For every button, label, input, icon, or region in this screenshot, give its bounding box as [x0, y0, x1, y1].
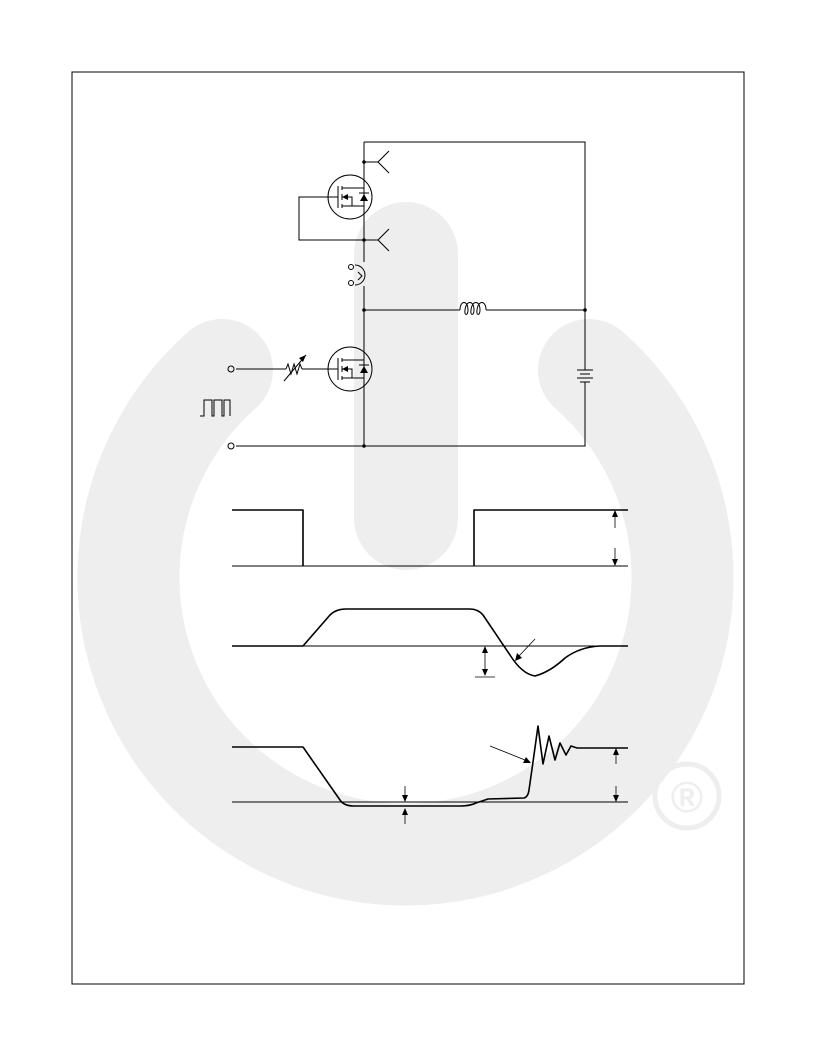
- bottom-rail-wire: [364, 382, 586, 447]
- on-state-drop-arrow-icon: [402, 786, 408, 824]
- page-frame: [71, 71, 745, 985]
- power-logo-watermark-icon: [77, 202, 734, 906]
- test-circuit: [200, 141, 593, 450]
- current-trace: [232, 608, 628, 677]
- registered-mark-icon: ®: [652, 761, 722, 831]
- square-pulse-icon: [200, 399, 231, 417]
- dc-supply-icon: [577, 369, 593, 383]
- pointer-arrow-icon: [489, 745, 531, 763]
- registered-symbol: ®: [671, 773, 703, 822]
- gate-pulse-waveform: [232, 509, 628, 567]
- amplitude-arrow-icon: [612, 510, 618, 566]
- pulse-trace: [232, 509, 628, 566]
- junction-dot: [362, 444, 366, 448]
- reverse-recovery-arrow-icon: [475, 646, 495, 678]
- junction-dot: [362, 308, 366, 312]
- voltage-probe-icon: [364, 150, 390, 174]
- return-terminal: [227, 442, 235, 450]
- voltage-trace: [232, 725, 628, 807]
- inductor-icon: [459, 302, 487, 315]
- amplitude-arrow-icon: [613, 748, 619, 802]
- voltage-probe-icon: [364, 228, 390, 252]
- top-rail-wire: [364, 141, 586, 370]
- input-terminal: [227, 365, 235, 373]
- pointer-arrow-icon: [515, 638, 536, 661]
- diode-current-waveform: [232, 608, 628, 678]
- upper-gate-short-wire: [298, 196, 364, 241]
- variable-resistor-icon: [283, 354, 307, 382]
- drain-voltage-waveform: [232, 725, 628, 824]
- current-probe-icon: [348, 264, 366, 286]
- lower-mosfet-icon: [327, 346, 373, 392]
- junction-dot: [583, 308, 587, 312]
